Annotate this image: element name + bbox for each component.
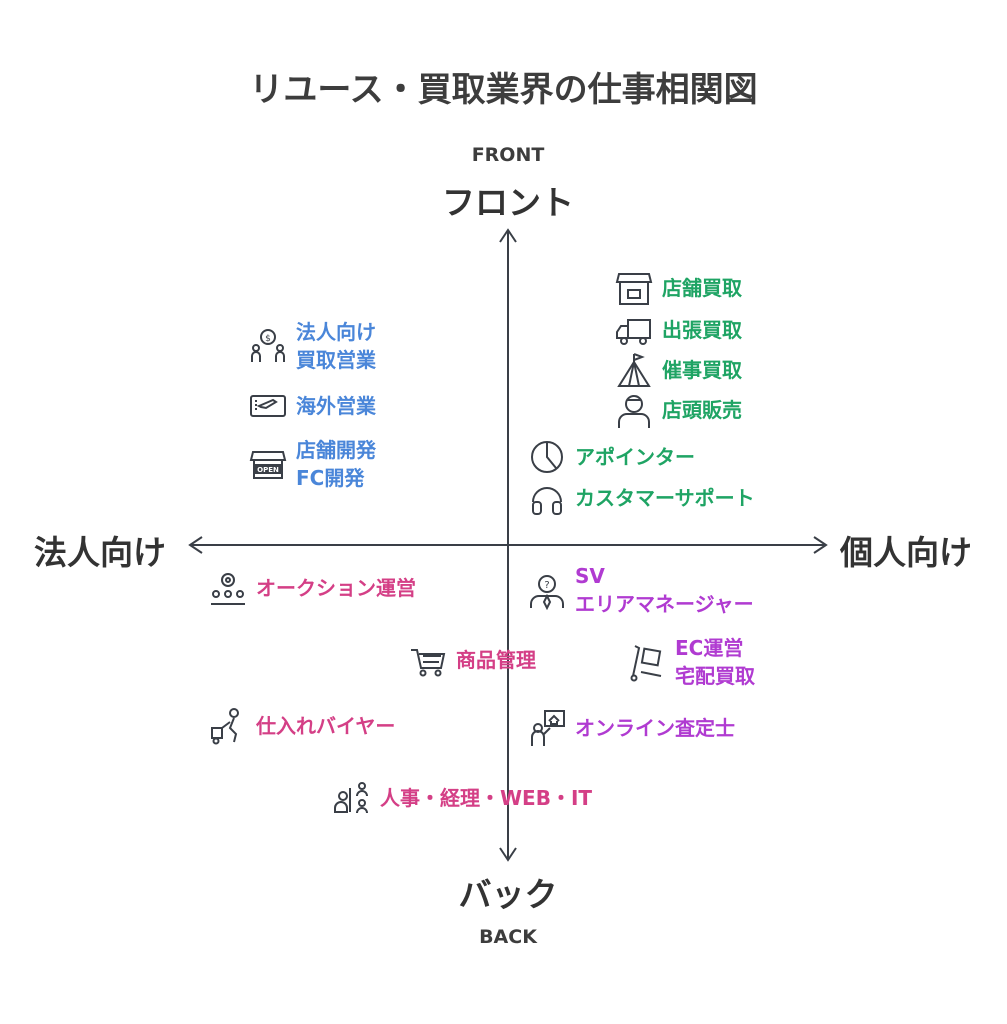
open-shop-icon: OPEN bbox=[248, 444, 288, 484]
item-auction: オークション運営 bbox=[208, 568, 416, 608]
clerk-icon bbox=[614, 390, 654, 430]
svg-text:OPEN: OPEN bbox=[257, 466, 279, 474]
store-icon bbox=[614, 268, 654, 308]
auction-gear-icon bbox=[208, 568, 248, 608]
label-line2: 宅配買取 bbox=[675, 664, 755, 688]
label-line2: FC開発 bbox=[296, 466, 365, 490]
item-sv: ? SV エリアマネージャー bbox=[527, 562, 754, 618]
item-tenpo-kaitori-label: 店舗買取 bbox=[662, 276, 742, 300]
money-people-icon: $ bbox=[248, 326, 288, 366]
axis-left-label: 法人向け bbox=[34, 533, 166, 572]
clock-icon bbox=[527, 437, 567, 477]
item-kaigai: 海外営業 bbox=[248, 386, 376, 426]
svg-text:?: ? bbox=[544, 580, 549, 591]
item-saiji: 催事買取 bbox=[614, 350, 742, 390]
item-tento: 店頭販売 bbox=[614, 390, 742, 430]
item-auction-label: オークション運営 bbox=[256, 576, 416, 600]
page-title: リユース・買取業界の仕事相関図 bbox=[249, 70, 758, 110]
delivery-icon bbox=[627, 642, 667, 682]
cart-icon bbox=[408, 640, 448, 680]
label-line1: SV bbox=[575, 564, 605, 588]
item-appointer: アポインター bbox=[527, 437, 695, 477]
item-jinji: 人事・経理・WEB・IT bbox=[332, 778, 592, 818]
label-line2: エリアマネージャー bbox=[575, 592, 754, 616]
arrow-up-icon bbox=[499, 228, 517, 243]
item-ec: EC運営 宅配買取 bbox=[627, 634, 755, 690]
hand-truck-icon bbox=[208, 706, 248, 746]
item-tento-label: 店頭販売 bbox=[662, 398, 742, 422]
item-saiji-label: 催事買取 bbox=[662, 358, 742, 382]
axis-top-en: FRONT bbox=[471, 144, 545, 166]
svg-text:$: $ bbox=[265, 334, 271, 344]
arrow-right-icon bbox=[813, 536, 828, 554]
headset-icon bbox=[527, 478, 567, 518]
item-kaigai-label: 海外営業 bbox=[296, 394, 376, 418]
manager-icon: ? bbox=[527, 570, 567, 611]
axis-right-label: 個人向け bbox=[840, 533, 972, 572]
label-line1: 店舗開発 bbox=[296, 438, 376, 462]
item-tenpo-kaitori: 店舗買取 bbox=[614, 268, 742, 308]
label-line1: EC運営 bbox=[675, 636, 744, 660]
item-hojin-kaitori: $ 法人向け 買取営業 bbox=[248, 318, 376, 374]
label-line2: 買取営業 bbox=[296, 348, 376, 372]
item-buyer: 仕入れバイヤー bbox=[208, 706, 395, 746]
truck-icon bbox=[614, 310, 654, 350]
item-shohin: 商品管理 bbox=[408, 640, 536, 680]
axis-top-jp: フロント bbox=[442, 183, 574, 222]
item-shuccho-label: 出張買取 bbox=[662, 318, 742, 342]
item-shohin-label: 商品管理 bbox=[456, 648, 536, 672]
axis-bottom-jp: バック bbox=[458, 875, 558, 914]
axis-bottom-en: BACK bbox=[479, 926, 537, 948]
arrow-down-icon bbox=[499, 847, 517, 862]
tent-icon bbox=[614, 350, 654, 390]
team-icon bbox=[332, 778, 372, 818]
arrow-left-icon bbox=[188, 536, 203, 554]
item-jinji-label: 人事・経理・WEB・IT bbox=[380, 786, 593, 810]
item-tenpo-kaihatsu: OPEN 店舗開発 FC開発 bbox=[248, 436, 376, 492]
item-online: オンライン査定士 bbox=[527, 708, 735, 748]
item-buyer-label: 仕入れバイヤー bbox=[256, 714, 396, 738]
online-appraiser-icon bbox=[527, 708, 567, 748]
item-support-label: カスタマーサポート bbox=[575, 486, 755, 510]
item-shuccho: 出張買取 bbox=[614, 310, 742, 350]
item-support: カスタマーサポート bbox=[527, 478, 755, 518]
item-online-label: オンライン査定士 bbox=[575, 716, 735, 740]
item-appointer-label: アポインター bbox=[575, 445, 695, 469]
plane-ticket-icon bbox=[248, 386, 288, 426]
label-line1: 法人向け bbox=[296, 320, 376, 344]
